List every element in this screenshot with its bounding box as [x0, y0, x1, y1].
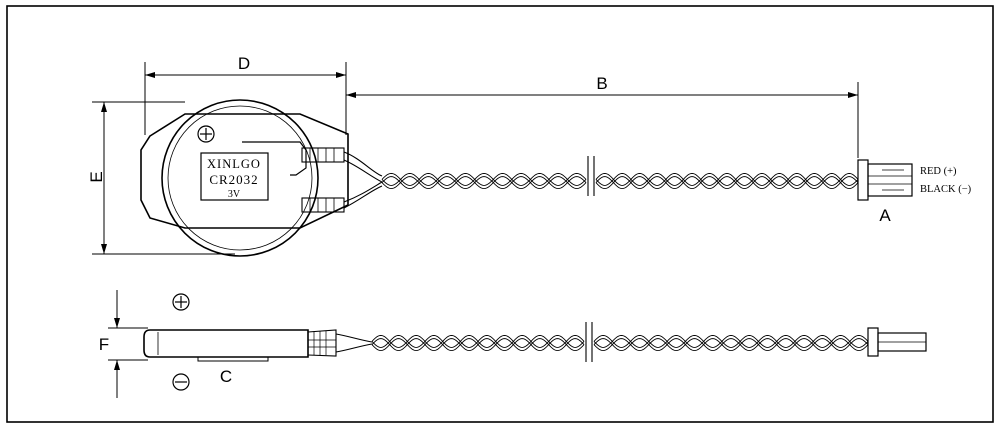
dimension-f — [108, 290, 148, 398]
coin-cell-inner — [167, 105, 313, 251]
wire-strand — [595, 176, 859, 190]
side-body — [143, 329, 309, 358]
wire-strand — [381, 176, 587, 190]
battery-brand: XINLGO — [207, 157, 261, 171]
side-view — [143, 293, 927, 391]
dim-c-label: C — [220, 367, 232, 386]
wire-break-top — [587, 156, 595, 196]
wire-converge-bottom-2 — [343, 185, 383, 209]
wire-strand — [593, 338, 869, 352]
drawing-frame — [6, 5, 994, 423]
dim-b-label: B — [596, 74, 607, 93]
terminal-top — [301, 147, 345, 163]
wire-strand — [595, 172, 859, 186]
wire-break-side — [585, 322, 593, 362]
label-red: RED (+) — [920, 166, 957, 177]
wire-strand — [593, 334, 869, 348]
wire-strand — [595, 172, 859, 186]
twisted-wire-top-left — [381, 172, 587, 190]
connector-side — [867, 327, 927, 357]
wire-strand — [593, 334, 869, 348]
dim-d-label: D — [238, 54, 250, 73]
side-wire-converge — [335, 333, 373, 353]
terminal-bottom — [301, 197, 345, 213]
wire-strand — [381, 172, 587, 186]
battery-model: CR2032 — [209, 172, 258, 187]
wire-strand — [371, 334, 585, 348]
coin-cell — [161, 99, 319, 257]
wire-strand — [595, 176, 859, 190]
twisted-wire-side-right — [593, 334, 869, 352]
wire-converge-top-2 — [343, 159, 383, 183]
wire-converge-bottom — [343, 181, 383, 203]
plus-circle-icon — [197, 125, 215, 143]
contact-tab — [242, 141, 307, 176]
wire-converge-top — [343, 151, 383, 177]
connector-top — [857, 159, 913, 201]
dim-f-label: F — [99, 335, 109, 354]
dim-e-label: E — [87, 171, 106, 182]
minus-circle-icon — [172, 373, 190, 391]
side-terminal — [307, 329, 337, 357]
dimension-b — [345, 82, 859, 158]
dimension-e — [92, 101, 235, 255]
top-view: XINLGO CR2032 3V — [140, 99, 972, 257]
wire-strand — [371, 338, 585, 352]
plus-circle-icon — [172, 293, 190, 311]
wire-strand — [593, 338, 869, 352]
label-black: BLACK (−) — [920, 184, 972, 195]
battery-label-box — [200, 152, 269, 201]
side-base-plate — [197, 356, 269, 362]
wire-strand — [381, 176, 587, 190]
battery-voltage: 3V — [228, 189, 241, 200]
wire-strand — [381, 172, 587, 186]
twisted-wire-top-right — [595, 172, 859, 190]
twisted-wire-side-left — [371, 334, 585, 352]
dim-a-label: A — [879, 206, 891, 225]
